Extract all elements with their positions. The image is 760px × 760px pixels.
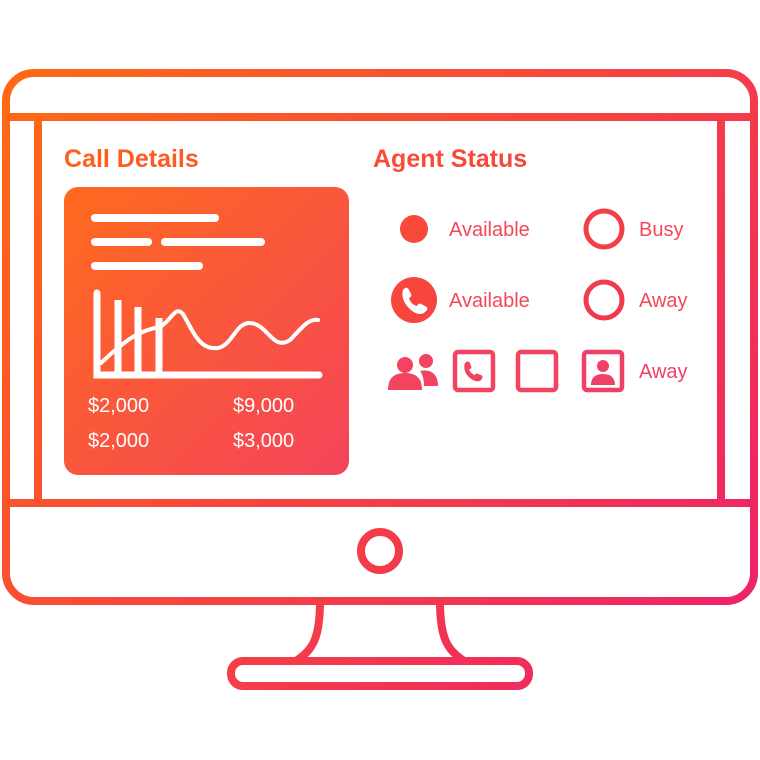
filled-dot-icon [400, 215, 428, 243]
mini-chart [93, 289, 323, 379]
amount: $9,000 [233, 395, 294, 417]
phone-circle-icon [391, 277, 437, 323]
amount: $2,000 [88, 395, 149, 417]
status-label: Busy [639, 219, 683, 241]
monitor-base [227, 657, 533, 690]
call-details-title: Call Details [64, 145, 199, 173]
status-label: Away [639, 290, 688, 312]
amount: $2,000 [88, 430, 149, 452]
ring-icon [583, 208, 625, 250]
status-label: Away [639, 361, 688, 383]
amount: $3,000 [233, 430, 294, 452]
status-label: Available [449, 290, 530, 312]
user-square-icon [581, 349, 625, 393]
monitor-frame [2, 69, 758, 690]
agent-status-title: Agent Status [373, 145, 527, 173]
phone-square-icon [452, 349, 496, 393]
empty-square-icon [515, 349, 559, 393]
call-details-card: $2,000 $9,000 $2,000 $3,000 [64, 187, 349, 475]
ring-icon [583, 279, 625, 321]
users-icon [388, 354, 438, 390]
power-button [357, 528, 403, 574]
text-lines [91, 214, 265, 270]
status-label: Available [449, 219, 530, 241]
monitor-stand [293, 600, 467, 665]
